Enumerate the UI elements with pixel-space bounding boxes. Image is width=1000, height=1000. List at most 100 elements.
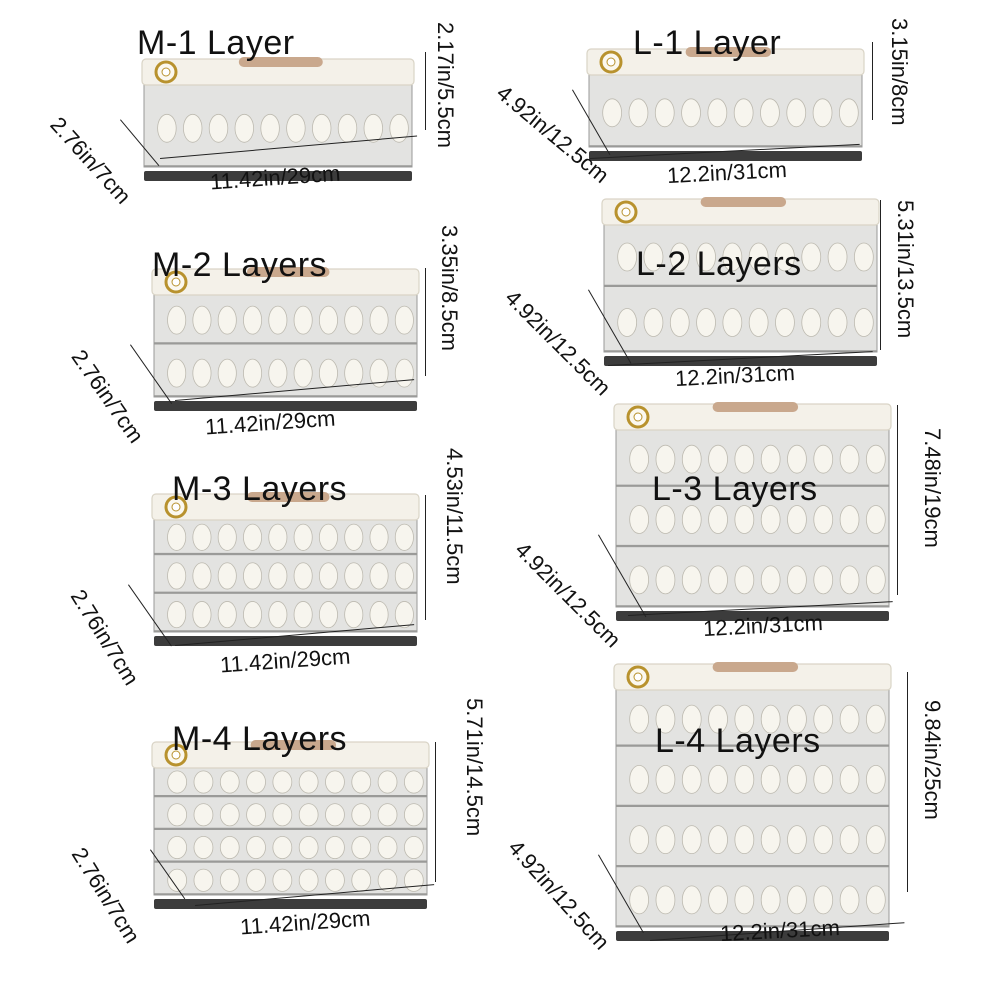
- dumpling: [722, 308, 743, 337]
- height-label-m4: 5.71in/14.5cm: [462, 698, 487, 837]
- dumpling: [681, 565, 702, 595]
- height-label-l3: 7.48in/19cm: [920, 428, 945, 548]
- dumpling: [403, 770, 424, 794]
- width-label-l1: 12.2in/31cm: [666, 156, 788, 189]
- dumpling: [681, 885, 702, 915]
- depth-label-l4: 4.92in/12.5cm: [503, 835, 615, 955]
- dumpling: [681, 704, 702, 734]
- dumpling: [246, 868, 266, 892]
- dumpling: [865, 505, 886, 534]
- height-line-l3: [897, 405, 898, 595]
- dumpling: [734, 825, 755, 855]
- dumpling: [243, 358, 263, 388]
- dumpling: [219, 835, 240, 860]
- height-line-m3: [425, 495, 426, 620]
- dumpling: [839, 825, 860, 855]
- dumpling: [337, 113, 358, 143]
- dumpling: [167, 803, 188, 827]
- dumpling: [655, 764, 676, 794]
- dumpling: [865, 825, 886, 855]
- dumpling: [708, 764, 728, 794]
- dumpling: [167, 358, 187, 388]
- dumpling: [733, 98, 754, 128]
- dumpling: [318, 523, 338, 551]
- dumpling: [602, 98, 623, 128]
- dumpling: [760, 98, 780, 128]
- product-title-l3: L-3 Layers: [652, 470, 818, 508]
- box-base: [144, 171, 412, 181]
- dumpling: [272, 868, 293, 892]
- dumpling: [787, 704, 807, 734]
- dumpling: [268, 523, 288, 551]
- dumpling: [813, 565, 834, 595]
- dumpling: [193, 835, 214, 860]
- dumpling: [325, 770, 345, 794]
- dumpling: [193, 868, 214, 892]
- dumpling: [369, 305, 389, 335]
- dumpling: [298, 770, 319, 794]
- height-line-m1: [425, 52, 426, 130]
- dumpling: [246, 803, 266, 827]
- dumpling: [377, 803, 398, 827]
- dumpling: [243, 601, 263, 629]
- dumpling: [655, 505, 676, 534]
- dumpling: [325, 803, 345, 827]
- dumpling: [394, 358, 414, 388]
- dumpling: [243, 523, 263, 551]
- dumpling: [629, 444, 650, 474]
- dumpling: [217, 523, 237, 551]
- dumpling: [734, 764, 755, 794]
- product-title-l1: L-1 Layer: [633, 24, 782, 62]
- height-label-m1: 2.17in/5.5cm: [433, 22, 458, 148]
- dumpling: [167, 601, 187, 629]
- dumpling: [403, 868, 424, 892]
- dumpling: [787, 825, 807, 855]
- dumpling: [268, 601, 288, 629]
- dumpling: [839, 704, 860, 734]
- width-label-l3: 12.2in/31cm: [702, 609, 824, 642]
- dumpling: [318, 358, 338, 388]
- dumpling: [787, 505, 807, 534]
- height-line-m2: [425, 268, 426, 376]
- dumpling: [655, 825, 676, 855]
- dumpling: [681, 505, 702, 534]
- dumpling: [760, 444, 781, 474]
- dumpling: [655, 444, 676, 474]
- product-image-m2: [151, 267, 420, 411]
- dumpling: [344, 305, 364, 335]
- dumpling: [655, 885, 676, 915]
- dumpling: [760, 565, 781, 595]
- dumpling: [193, 803, 214, 827]
- dumpling: [865, 565, 886, 595]
- dumpling: [217, 305, 237, 335]
- dumpling: [403, 803, 424, 827]
- dumpling: [193, 770, 214, 794]
- box-handle: [685, 47, 772, 57]
- dumpling: [272, 803, 293, 827]
- dumpling: [629, 505, 650, 534]
- dumpling: [708, 565, 728, 595]
- product-title-m2: M-2 Layers: [152, 246, 328, 284]
- dumpling: [812, 98, 833, 128]
- dumpling: [865, 704, 886, 734]
- dumpling: [734, 885, 755, 915]
- dumpling: [827, 308, 848, 337]
- box-base: [154, 636, 417, 646]
- dumpling: [865, 764, 886, 794]
- dumpling: [272, 835, 293, 860]
- dumpling: [377, 868, 398, 892]
- dumpling: [669, 242, 690, 272]
- dumpling: [369, 562, 389, 590]
- depth-label-m3: 2.76in/7cm: [65, 585, 145, 690]
- height-line-m4: [435, 742, 436, 882]
- dumpling: [298, 803, 319, 827]
- product-image-l1: [586, 47, 865, 161]
- product-title-m1: M-1 Layer: [137, 24, 295, 62]
- box-handle: [247, 267, 330, 277]
- box-handle: [712, 662, 799, 672]
- dumpling: [351, 770, 372, 794]
- dumpling: [325, 868, 345, 892]
- dumpling: [389, 113, 409, 143]
- dumpling: [293, 601, 313, 629]
- dumpling: [813, 825, 834, 855]
